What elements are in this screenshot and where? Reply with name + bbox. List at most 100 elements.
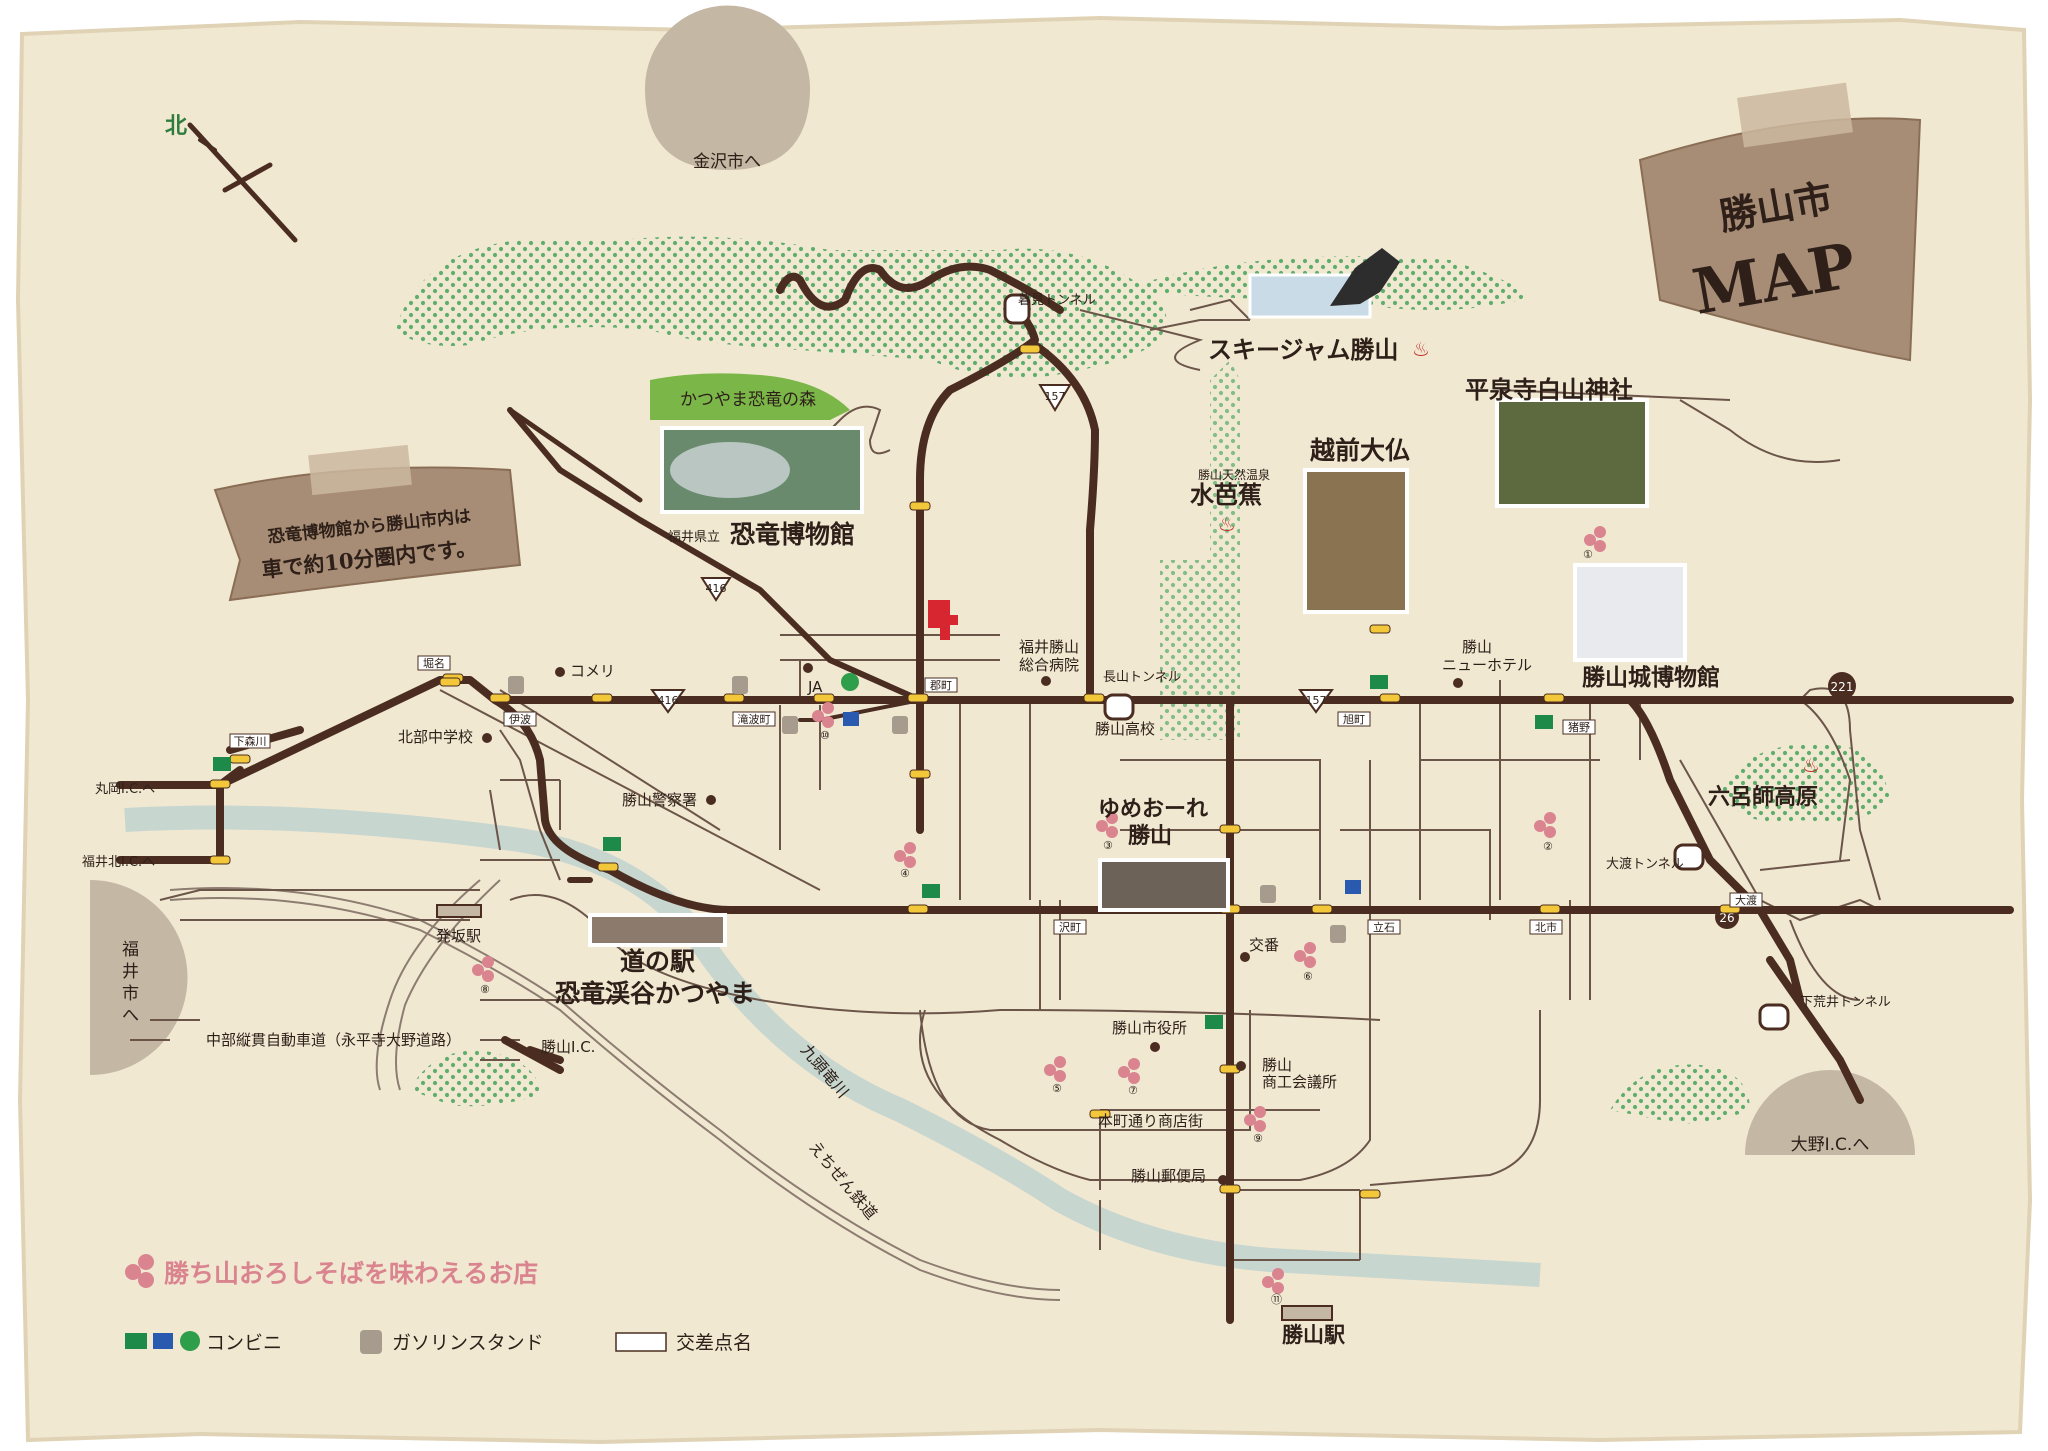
- convenience-store-icon: [213, 757, 231, 771]
- photo-placeholders: かつやま恐竜の森: [588, 248, 1687, 947]
- road-416-157-main: [216, 676, 2014, 789]
- gas-station-icon: [782, 716, 798, 734]
- svg-text:本町通り商店街: 本町通り商店街: [1098, 1112, 1203, 1130]
- to-kanazawa-label: 金沢市へ: [693, 152, 761, 172]
- katsuyama-station-icon: [1281, 1305, 1333, 1321]
- svg-text:416: 416: [706, 582, 727, 595]
- hossaka-station-icon: [436, 904, 482, 918]
- svg-text:下荒井トンネル: 下荒井トンネル: [1800, 995, 1891, 1010]
- svg-text:⑤: ⑤: [1052, 1082, 1062, 1095]
- svg-text:福井勝山: 福井勝山: [1019, 638, 1079, 656]
- nagayama-tunnel: [1103, 693, 1135, 721]
- soba-flower-icon: [1262, 1268, 1284, 1294]
- tunnels: 暮見トンネル 長山トンネル 大渡トンネル 下荒井トンネル: [1003, 293, 1891, 1031]
- soba-flower-icon: [1294, 942, 1316, 968]
- svg-text:沢町: 沢町: [1059, 920, 1081, 934]
- road-mountain-pass: [776, 262, 1064, 314]
- hot-spring-icon: ♨: [1802, 753, 1820, 777]
- water-and-rail: [124, 805, 1541, 1301]
- soba-flower-icon: [1118, 1058, 1140, 1084]
- svg-text:③: ③: [1103, 839, 1113, 852]
- to-fukui-label: 福井市へ: [122, 940, 139, 1026]
- intersection-box-icon: [615, 1332, 667, 1352]
- svg-text:郡町: 郡町: [930, 679, 952, 692]
- daibutsu-label: 越前大仏: [1310, 436, 1410, 465]
- gas-station-icon: [1330, 925, 1346, 943]
- svg-text:⑪: ⑪: [1271, 1293, 1282, 1306]
- lawson-store-icon: [1345, 880, 1361, 894]
- legend-gas-label: ガソリンスタンド: [392, 1332, 544, 1354]
- svg-text:JA: JA: [807, 678, 823, 696]
- svg-text:立石: 立石: [1373, 920, 1395, 934]
- road-central: [491, 696, 2014, 914]
- svg-text:26: 26: [1719, 911, 1734, 925]
- svg-text:商工会議所: 商工会議所: [1262, 1073, 1337, 1091]
- svg-text:勝山: 勝山: [1462, 638, 1492, 656]
- svg-text:福井北I.C.へ: 福井北I.C.へ: [82, 855, 155, 870]
- daibutsu-photo: [1303, 468, 1409, 614]
- landmark-labels: 福井県立 恐竜博物館 スキージャム勝山 平泉寺白山神社 越前大仏 勝山天然温泉 …: [436, 335, 1818, 1347]
- convenience-icon: [125, 1333, 147, 1349]
- michinoeki-label-1: 道の駅: [620, 947, 695, 976]
- forest-hill: [650, 373, 850, 420]
- kurami-tunnel: [1003, 293, 1031, 325]
- svg-text:堀名: 堀名: [423, 656, 445, 670]
- hossaka-label: 発坂駅: [436, 927, 481, 945]
- hot-spring-icon: ♨: [1218, 512, 1236, 536]
- rokuroshi-label: 六呂師高原: [1708, 784, 1818, 810]
- seven-eleven-icon: [841, 673, 859, 691]
- soba-flower-icon: [1096, 812, 1118, 838]
- hakusan-label: 平泉寺白山神社: [1465, 375, 1633, 404]
- soba-flower-icon: [125, 1254, 154, 1288]
- svg-text:ニューホテル: ニューホテル: [1442, 656, 1532, 674]
- road-157-north: [1031, 341, 1099, 704]
- convenience-store-icon: [1205, 1015, 1223, 1029]
- mizubasho-label: 水芭蕉: [1190, 480, 1262, 509]
- svg-text:北部中学校: 北部中学校: [398, 728, 473, 746]
- soba-shop-markers: [472, 526, 1606, 1294]
- road-north-west: [916, 301, 1039, 834]
- station-label: 勝山駅: [1282, 1322, 1346, 1347]
- svg-text:暮見トンネル: 暮見トンネル: [1018, 293, 1096, 308]
- north-label: 北: [165, 114, 187, 139]
- svg-text:①: ①: [1583, 548, 1593, 561]
- soba-shop-numbers: ① ② ③ ④ ⑤ ⑥ ⑦ ⑧ ⑨ ⑩ ⑪: [480, 548, 1593, 1306]
- gas-station-icon: [732, 676, 748, 694]
- castle-label: 勝山城博物館: [1582, 664, 1720, 691]
- yumeore-label-2: 勝山: [1128, 823, 1172, 849]
- svg-text:丸岡I.C.へ: 丸岡I.C.へ: [95, 782, 155, 797]
- svg-text:⑧: ⑧: [480, 983, 490, 996]
- soba-flower-icon: [812, 702, 834, 728]
- svg-text:157: 157: [1306, 694, 1327, 707]
- title-tape: 勝山市 MAP: [1638, 82, 1922, 362]
- museum-label: 恐竜博物館: [730, 520, 855, 549]
- svg-text:⑨: ⑨: [1253, 1132, 1263, 1145]
- lawson-store-icon: [843, 712, 859, 726]
- svg-text:総合病院: 総合病院: [1019, 656, 1079, 674]
- svg-text:大渡トンネル: 大渡トンネル: [1606, 856, 1684, 872]
- svg-text:④: ④: [900, 867, 910, 880]
- road-26-south: [1626, 696, 1804, 1004]
- svg-text:旭町: 旭町: [1343, 712, 1365, 726]
- road-416-nw: [507, 407, 923, 703]
- svg-text:大渡: 大渡: [1735, 893, 1757, 907]
- legend-convenience-label: コンビニ: [206, 1332, 282, 1354]
- convenience-store-icon: [603, 837, 621, 851]
- svg-text:勝山郵便局: 勝山郵便局: [1131, 1167, 1206, 1185]
- castle-photo: [1573, 563, 1687, 662]
- svg-text:伊波: 伊波: [509, 713, 531, 726]
- lawson-icon: [153, 1333, 173, 1349]
- convenience-store-icon: [922, 884, 940, 898]
- svg-text:勝山市役所: 勝山市役所: [1112, 1019, 1187, 1037]
- point-markers: [482, 663, 1463, 1185]
- svg-text:北市: 北市: [1535, 920, 1557, 934]
- gas-station-icon: [360, 1330, 382, 1354]
- soba-flower-icon: [472, 956, 494, 982]
- note-tape: 恐竜博物館から勝山市内は 車で約10分圏内です。: [213, 444, 522, 602]
- svg-text:下森川: 下森川: [234, 734, 267, 748]
- gas-station-icon: [1260, 885, 1276, 903]
- svg-text:猪野: 猪野: [1568, 721, 1590, 734]
- hot-spring-icon: ♨: [1412, 337, 1430, 361]
- forest-label: かつやま恐竜の森: [680, 390, 816, 410]
- owatari-tunnel: [1673, 843, 1705, 871]
